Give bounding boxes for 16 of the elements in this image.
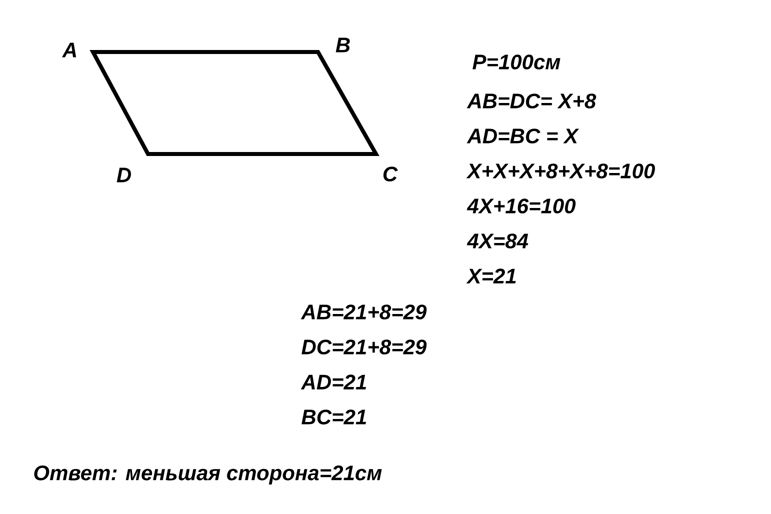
equation-text: X=21 (466, 268, 516, 284)
answer-text: Ответ: меньшая сторона=21см (34, 466, 382, 485)
equation-text: X+X+X+8+X+8=100 (466, 164, 655, 178)
equation-text: 4X+16=100 (466, 198, 576, 214)
vertex-label: B (336, 38, 350, 52)
equation-text: P=100см (472, 54, 560, 70)
equation-text: 4X=84 (466, 234, 528, 248)
vertex-label: A (62, 42, 76, 58)
equation-text: AD=21 (300, 374, 366, 390)
equation-text: BC=21 (302, 410, 366, 424)
equation-text: AD=BC = X (466, 128, 580, 144)
equation-text: DC=21+8=29 (302, 340, 427, 354)
equation-text: AB=DC= X+8 (466, 94, 596, 108)
vertex-label: C (383, 166, 398, 182)
vertex-label: D (116, 168, 131, 182)
equation-text: AB=21+8=29 (300, 304, 427, 320)
